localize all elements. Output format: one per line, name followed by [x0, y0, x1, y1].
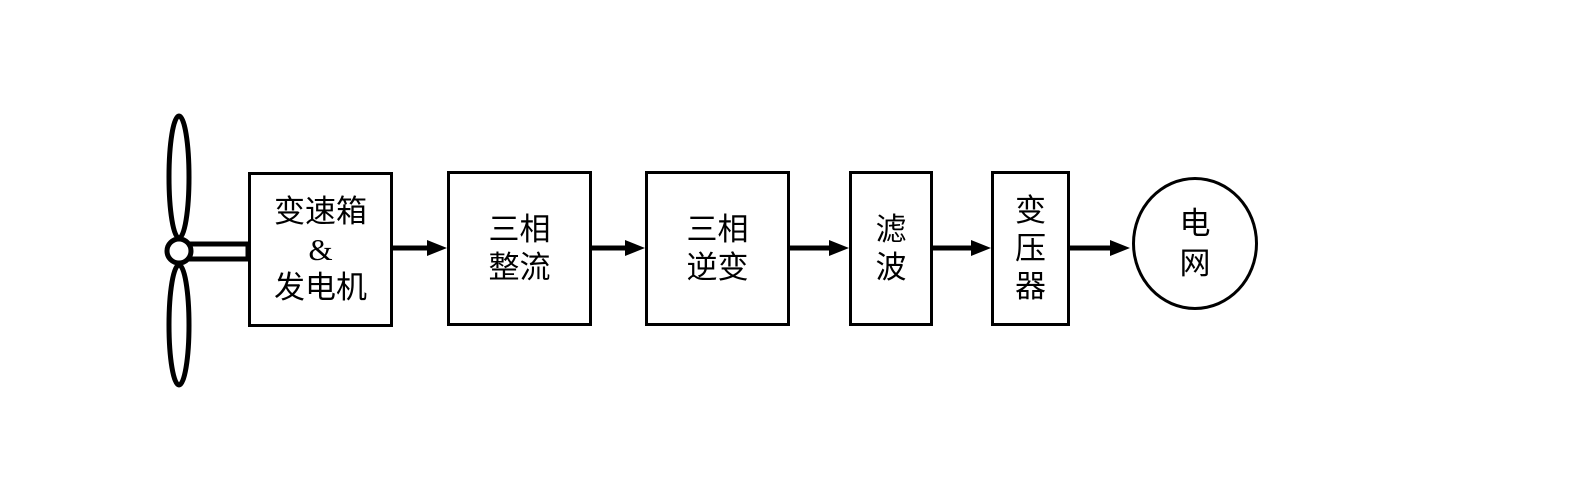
node-label-line: 变速箱 — [274, 193, 367, 229]
arrow-filter-to-transformer — [933, 240, 991, 256]
arrowhead-icon — [829, 240, 849, 256]
node-label-line: 波 — [875, 249, 907, 285]
node-label-line: 三相 — [488, 211, 551, 247]
node-label-line: 三相 — [686, 211, 749, 247]
arrowhead-icon — [1110, 240, 1130, 256]
node-three-phase-inverter: 三相 逆变 — [645, 171, 790, 326]
turbine-blade-bottom — [166, 262, 192, 388]
turbine-hub — [164, 236, 194, 266]
node-label-line: 滤 — [875, 211, 907, 247]
node-transformer: 变 压 器 — [991, 171, 1070, 326]
wind-turbine-propeller-icon — [164, 113, 251, 388]
node-label-line: & — [308, 231, 333, 267]
arrow-gearbox-to-rectifier — [393, 240, 447, 256]
arrowhead-icon — [625, 240, 645, 256]
arrow-transformer-to-grid — [1070, 240, 1130, 256]
node-power-grid: 电 网 — [1132, 177, 1258, 310]
arrowhead-icon — [427, 240, 447, 256]
node-three-phase-rectifier: 三相 整流 — [447, 171, 592, 326]
node-label-line: 发电机 — [274, 269, 367, 305]
node-label-line: 变 — [1015, 192, 1046, 228]
arrow-rectifier-to-inverter — [592, 240, 645, 256]
turbine-shaft — [185, 241, 251, 262]
node-label-line: 网 — [1179, 245, 1211, 281]
node-filter: 滤 波 — [849, 171, 933, 326]
node-label-line: 电 — [1179, 205, 1211, 241]
turbine-blade-top — [166, 113, 192, 241]
node-label-line: 压 — [1015, 230, 1046, 266]
node-label-line: 逆变 — [686, 249, 749, 285]
node-gearbox-generator: 变速箱 & 发电机 — [248, 172, 393, 327]
node-label-line: 器 — [1015, 268, 1046, 304]
arrowhead-icon — [971, 240, 991, 256]
node-label-line: 整流 — [488, 249, 551, 285]
arrow-inverter-to-filter — [790, 240, 849, 256]
